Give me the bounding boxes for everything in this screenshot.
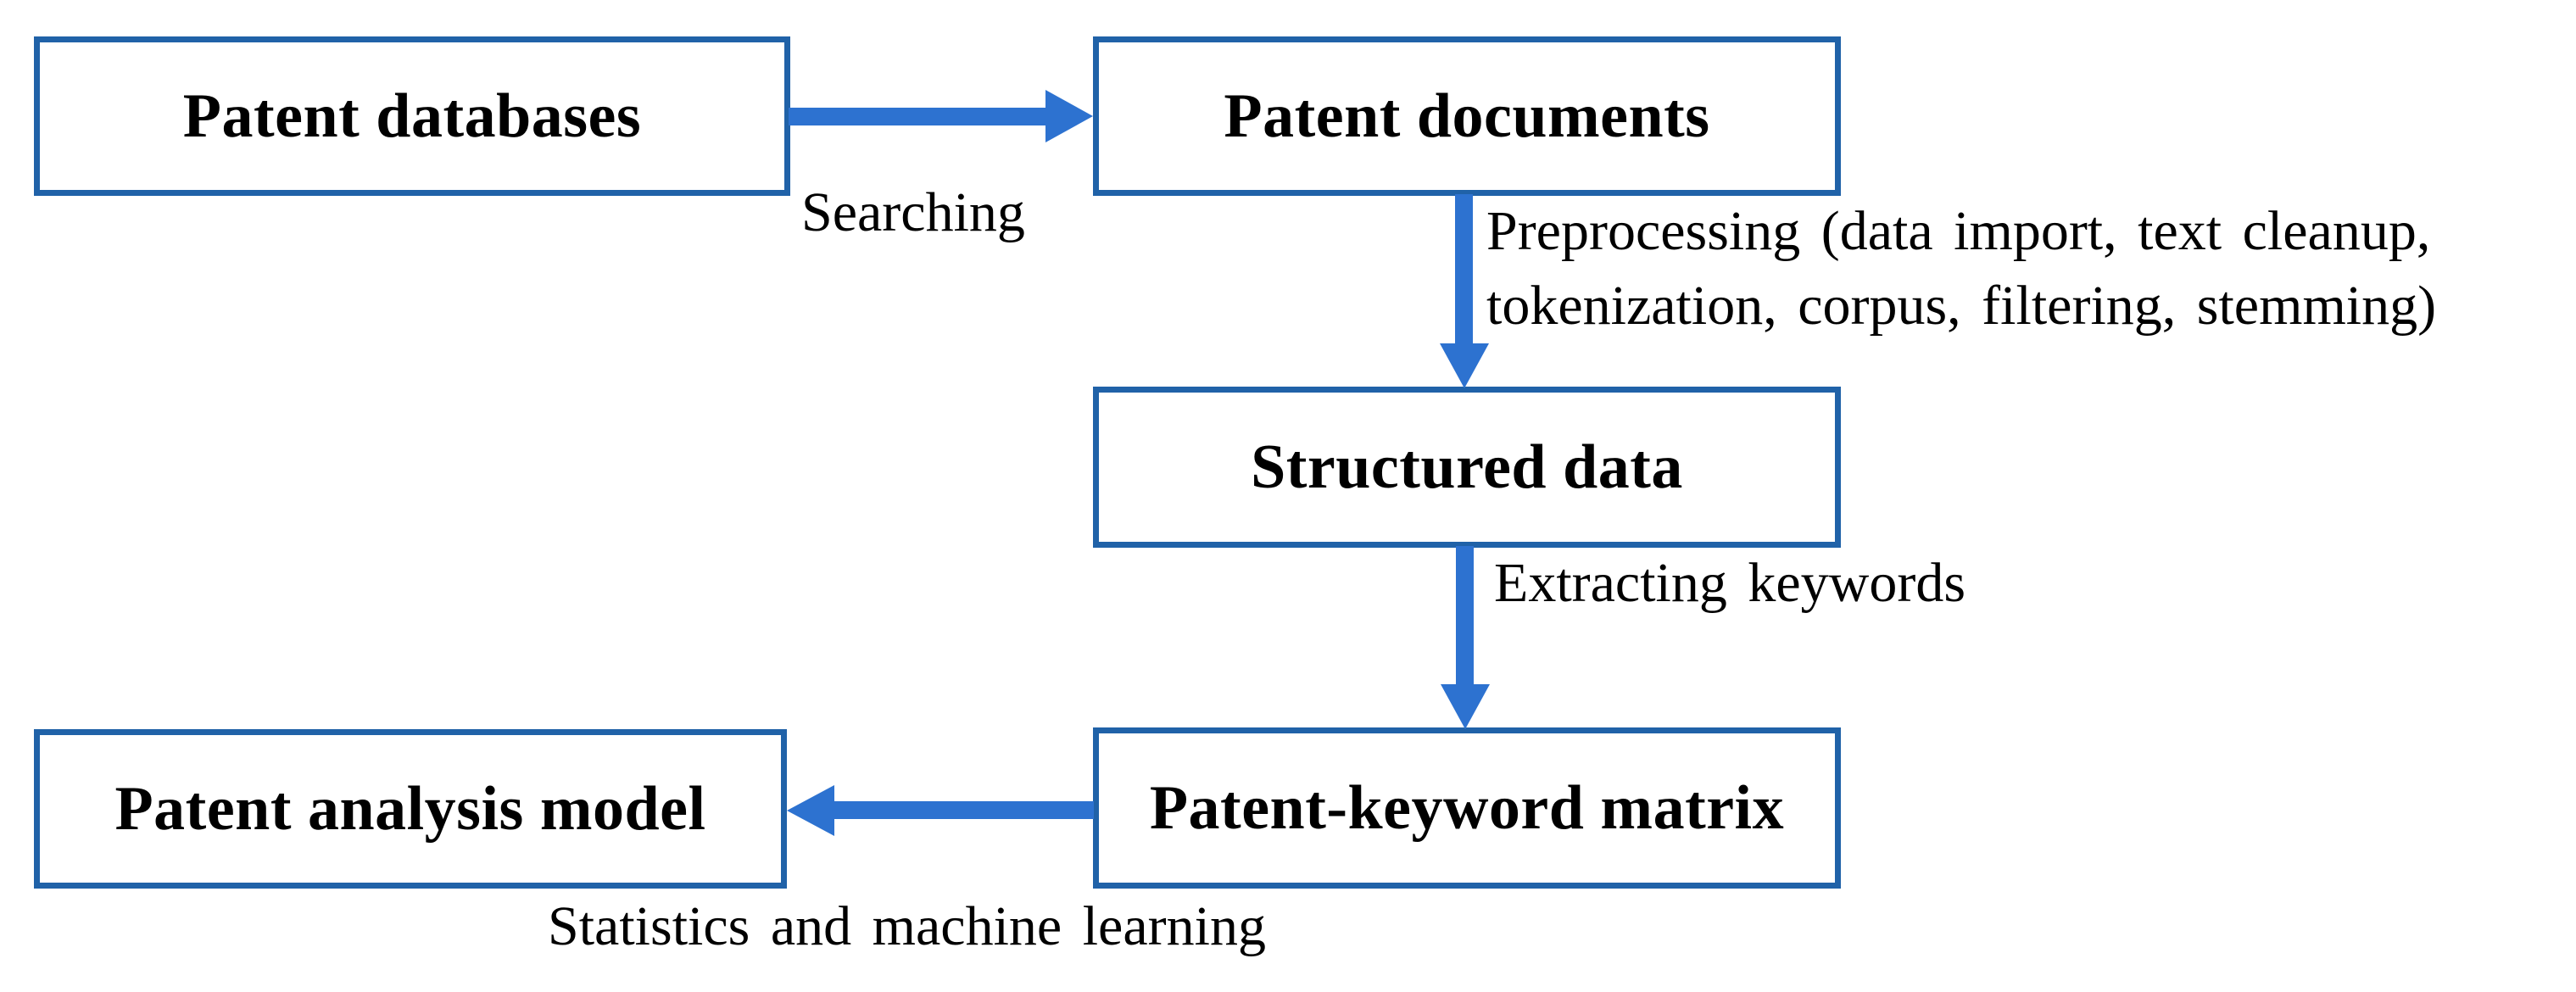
- box-label: Patent databases: [182, 81, 642, 151]
- box-label: Patent-keyword matrix: [1149, 773, 1785, 843]
- arrow-shaft: [789, 108, 1046, 125]
- right-arrow-head-icon: [1045, 90, 1093, 142]
- box-structured-data: Structured data: [1093, 387, 1841, 548]
- edge-label-searching: Searching: [801, 181, 1025, 243]
- edge-label-preprocessing-line2: tokenization, corpus, filtering, stemmin…: [1486, 275, 2437, 337]
- box-label: Patent documents: [1224, 81, 1710, 151]
- arrow-shaft: [1456, 546, 1474, 686]
- box-label: Patent analysis model: [114, 774, 706, 844]
- edge-label-extracting-keywords: Extracting keywords: [1494, 552, 1966, 614]
- down-arrow-head-icon: [1441, 684, 1490, 729]
- left-arrow-head-icon: [787, 785, 834, 836]
- box-patent-keyword-matrix: Patent-keyword matrix: [1093, 727, 1841, 889]
- arrow-shaft: [1455, 194, 1473, 345]
- box-patent-documents: Patent documents: [1093, 36, 1841, 196]
- box-label: Structured data: [1251, 432, 1683, 502]
- box-patent-databases: Patent databases: [34, 36, 790, 196]
- edge-label-statistics-machine-learning: Statistics and machine learning: [548, 895, 1266, 957]
- box-patent-analysis-model: Patent analysis model: [34, 729, 787, 889]
- arrow-shaft: [833, 801, 1094, 819]
- down-arrow-head-icon: [1440, 343, 1489, 388]
- edge-label-preprocessing-line1: Preprocessing (data import, text cleanup…: [1486, 200, 2431, 262]
